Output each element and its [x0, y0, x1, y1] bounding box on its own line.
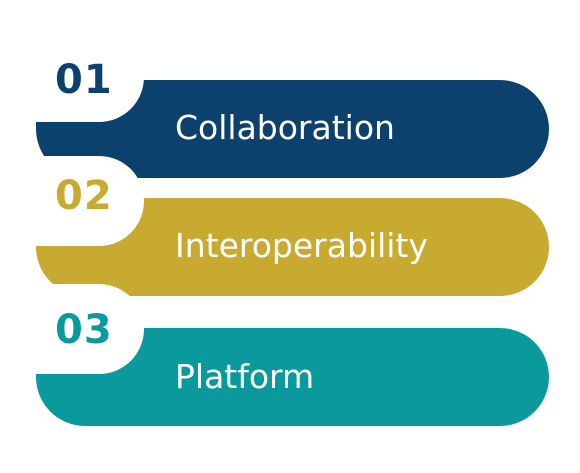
band-1 [36, 80, 549, 178]
step-label-1: Collaboration [175, 108, 395, 147]
tab-1 [36, 32, 144, 122]
band-3 [36, 328, 549, 426]
step-number-3: 03 [55, 307, 113, 353]
tab-3 [36, 284, 144, 374]
band-2 [36, 198, 549, 296]
step-label-3: Platform [175, 357, 315, 396]
step-label-2: Interoperability [175, 226, 428, 265]
step-number-2: 02 [55, 173, 113, 219]
tab-2 [36, 156, 144, 246]
step-number-1: 01 [55, 57, 113, 103]
